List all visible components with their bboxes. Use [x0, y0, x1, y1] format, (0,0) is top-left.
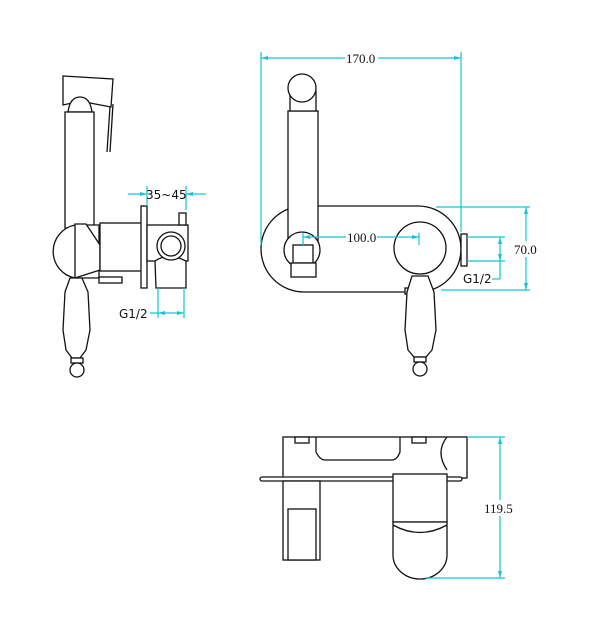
- shower-tube-front: [287, 110, 319, 247]
- lever-collar-front: [413, 356, 427, 363]
- outlet-stub: [98, 276, 123, 284]
- housing-channel: [315, 437, 401, 461]
- handle-dome: [392, 521, 448, 580]
- valve-body: [99, 222, 143, 272]
- inlet-port-inner: [160, 235, 182, 257]
- lever-handle: [62, 277, 91, 359]
- spout-outlet: [287, 508, 317, 561]
- lever-handle-front: [404, 275, 437, 358]
- lever-knob: [69, 362, 85, 378]
- hand-shower-neck: [67, 96, 93, 113]
- dimension-plate-height: 70.0: [436, 206, 540, 291]
- housing-elbow: [440, 436, 448, 471]
- dimension-front-inlet-thread: G1/2: [463, 236, 505, 286]
- holder-clip: [292, 244, 314, 264]
- right-inlet-stub: [460, 233, 468, 267]
- handle-rosette: [393, 221, 447, 275]
- plate-height-label: 70.0: [514, 242, 537, 257]
- lever-collar: [70, 357, 84, 364]
- valve-housing: [282, 436, 468, 479]
- side-inlet-thread-label: G1/2: [119, 307, 148, 321]
- hand-shower-trigger-edge: [109, 103, 114, 153]
- depth-label: 119.5: [484, 501, 513, 516]
- housing-tab-left: [294, 436, 310, 444]
- handle-dome-band: [392, 524, 448, 534]
- top-view: 119.5: [259, 436, 516, 580]
- front-view: 170.0 100.0 70.0: [260, 51, 540, 377]
- dimension-side-inlet-thread: G1/2: [119, 288, 185, 321]
- hand-shower-trigger: [106, 106, 111, 153]
- side-view: 35~45 G1/2: [52, 75, 206, 378]
- center-distance-label: 100.0: [347, 230, 376, 245]
- dimension-depth: 119.5: [425, 436, 516, 579]
- housing-tab-right: [411, 436, 427, 444]
- inlet-cap: [178, 212, 187, 226]
- handle-stem: [392, 473, 448, 523]
- dimension-center-distance: 100.0: [302, 230, 420, 245]
- wall-thickness-label: 35~45: [146, 188, 187, 202]
- dimension-wall-thickness: 35~45: [128, 186, 206, 210]
- front-inlet-thread-label: G1/2: [463, 272, 492, 286]
- wall-flange: [140, 205, 148, 289]
- overall-width-label: 170.0: [346, 51, 375, 66]
- lever-knob-front: [412, 361, 428, 377]
- hose-outlet: [290, 262, 317, 278]
- dimension-overall-width: 170.0: [260, 51, 462, 245]
- shower-tube: [64, 111, 95, 229]
- shower-head-disc: [287, 73, 317, 103]
- inlet-connector: [154, 255, 187, 289]
